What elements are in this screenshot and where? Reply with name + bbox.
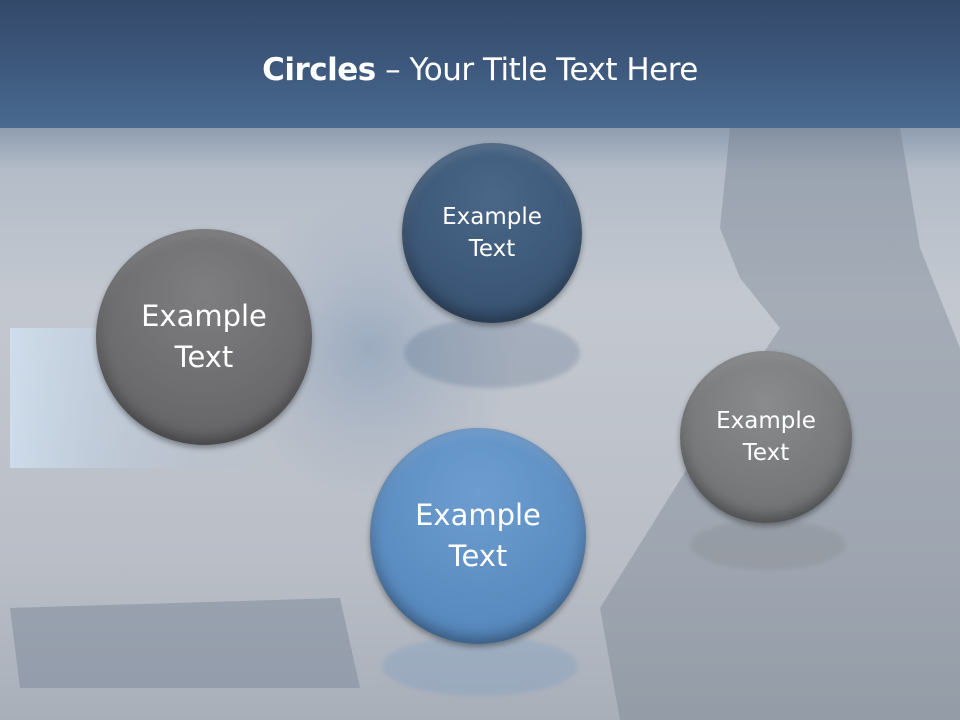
circle-text-line2: Text bbox=[174, 340, 234, 374]
title-bold: Circles bbox=[262, 52, 376, 88]
circle-text-line2: Text bbox=[468, 236, 516, 262]
circle-text-line1: Example bbox=[415, 498, 541, 533]
title-bar: Circles – Your Title Text Here bbox=[0, 0, 960, 128]
circle-text-line1: Example bbox=[141, 299, 267, 334]
laptop-shape bbox=[10, 598, 360, 688]
circle-text-line2: Text bbox=[448, 539, 508, 573]
circle-text-line1: Example bbox=[442, 203, 542, 230]
circle-text-line2: Text bbox=[742, 440, 790, 466]
circle-text-line1: Example bbox=[716, 407, 816, 434]
slide-title: Circles – Your Title Text Here bbox=[0, 52, 960, 88]
title-rest: – Your Title Text Here bbox=[375, 52, 698, 88]
